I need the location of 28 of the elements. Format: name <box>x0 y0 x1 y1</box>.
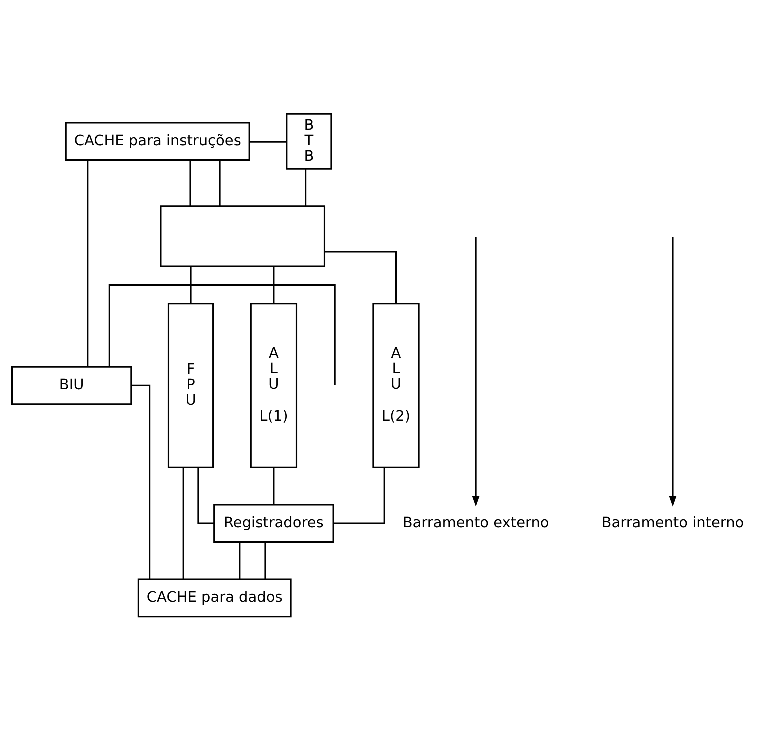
node-box: A L U L(2) <box>372 303 420 468</box>
connector <box>108 284 336 386</box>
arrow <box>472 237 480 507</box>
connector <box>190 266 192 304</box>
node-box: Registradores <box>214 504 334 543</box>
connector <box>273 266 275 304</box>
node-box: CACHE para dados <box>138 578 292 618</box>
connector <box>132 384 151 580</box>
node-box: F P U <box>168 303 214 468</box>
node-box: CACHE para instruções <box>65 122 250 162</box>
arrow <box>669 237 677 507</box>
connector <box>305 169 307 206</box>
connector <box>264 542 266 580</box>
connector <box>334 468 386 524</box>
node-text: Barramento interno <box>602 515 744 532</box>
connector <box>273 468 275 505</box>
node-box <box>160 206 326 268</box>
connector <box>250 141 287 143</box>
connector <box>190 160 192 206</box>
node-box: BIU <box>11 366 132 406</box>
connector <box>87 160 89 367</box>
connector <box>239 542 241 580</box>
connector <box>182 468 184 580</box>
node-box: A L U L(1) <box>250 303 298 468</box>
connector <box>219 160 221 206</box>
node-box: B T B <box>286 113 332 170</box>
node-text: Barramento externo <box>402 515 550 532</box>
connector <box>324 251 398 304</box>
